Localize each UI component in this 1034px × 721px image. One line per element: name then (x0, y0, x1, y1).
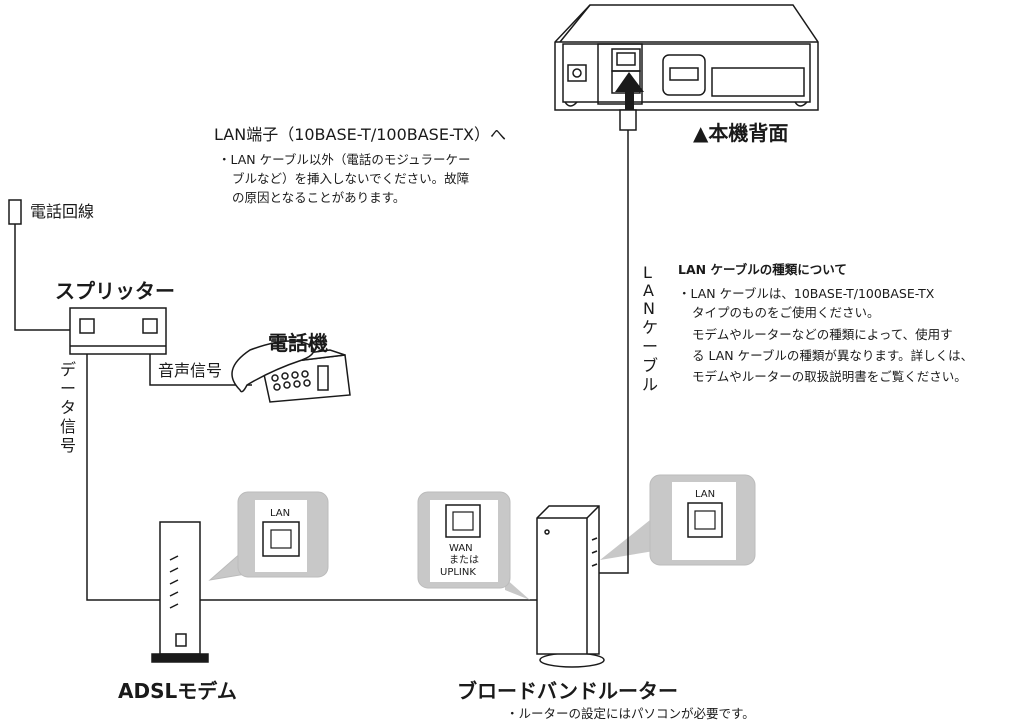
voice-signal-line (149, 354, 252, 386)
svg-text:ブ: ブ (642, 356, 658, 375)
cable-type-note-5: モデムやルーターの取扱説明書をご覧ください。 (692, 369, 967, 384)
splitter-label: スプリッター (55, 279, 175, 303)
svg-text:ケ: ケ (642, 318, 658, 337)
router-note: ・ルーターの設定にはパソコンが必要です。 (506, 706, 755, 721)
callout-router-wan-label-1: WAN (449, 543, 473, 554)
svg-text:ー: ー (60, 379, 76, 398)
svg-text:A: A (643, 281, 654, 300)
callout-modem-lan-label: LAN (270, 508, 290, 519)
adsl-modem-icon (151, 521, 209, 663)
svg-text:ー: ー (642, 337, 658, 356)
svg-text:タ: タ (60, 398, 76, 417)
svg-text:号: 号 (60, 436, 76, 455)
callout-router-wan-label-2: または (449, 554, 479, 566)
voice-signal-label: 音声信号 (158, 361, 222, 380)
data-signal-label: デ ー タ 信 号 (60, 360, 76, 455)
data-signal-line (86, 354, 537, 601)
cable-type-note-2: タイプのものをご使用ください。 (692, 305, 880, 320)
lan-port-note-2: ブルなど）を挿入しないでください。故障 (232, 171, 469, 186)
arrow-up-icon (615, 72, 644, 110)
cable-type-title: LAN ケーブルの種類について (678, 262, 847, 277)
svg-text:ル: ル (642, 375, 658, 394)
cable-type-note-3: モデムやルーターなどの種類によって、使用す (692, 327, 953, 342)
lan-plug (619, 109, 637, 131)
lan-cable-label: L A N ケ ー ブ ル (642, 263, 658, 394)
svg-text:L: L (643, 263, 652, 282)
svg-text:N: N (643, 299, 655, 318)
device-back-icon (554, 4, 819, 111)
callout-router-lan (600, 474, 756, 566)
router-icon (536, 505, 605, 668)
svg-text:信: 信 (60, 417, 76, 436)
callout-router-wan (417, 491, 530, 600)
back-panel-label: ▲本機背面 (693, 121, 788, 145)
telephone-jack (8, 199, 22, 225)
splitter-icon (69, 307, 167, 355)
svg-text:デ: デ (60, 360, 76, 379)
cable-type-note-4: る LAN ケーブルの種類が異なります。詳しくは、 (692, 348, 973, 363)
callout-router-lan-label: LAN (695, 489, 715, 500)
phone-label: 電話機 (268, 331, 328, 355)
callout-modem-lan (208, 491, 329, 581)
router-label: ブロードバンドルーター (457, 679, 678, 703)
lan-port-title: LAN端子（10BASE-T/100BASE-TX）へ (214, 125, 506, 144)
telephone-line (14, 224, 70, 331)
adsl-modem-label: ADSLモデム (118, 679, 237, 703)
lan-cable-line (599, 130, 629, 574)
callout-router-wan-label-3: UPLINK (440, 567, 476, 578)
cable-type-note-1: ・LAN ケーブルは、10BASE-T/100BASE-TX (678, 286, 935, 301)
lan-port-note-3: の原因となることがあります。 (232, 190, 405, 205)
telephone-line-label: 電話回線 (30, 202, 94, 221)
lan-port-note-1: ・LAN ケーブル以外（電話のモジュラーケー (218, 152, 471, 167)
phone-icon (231, 340, 351, 403)
